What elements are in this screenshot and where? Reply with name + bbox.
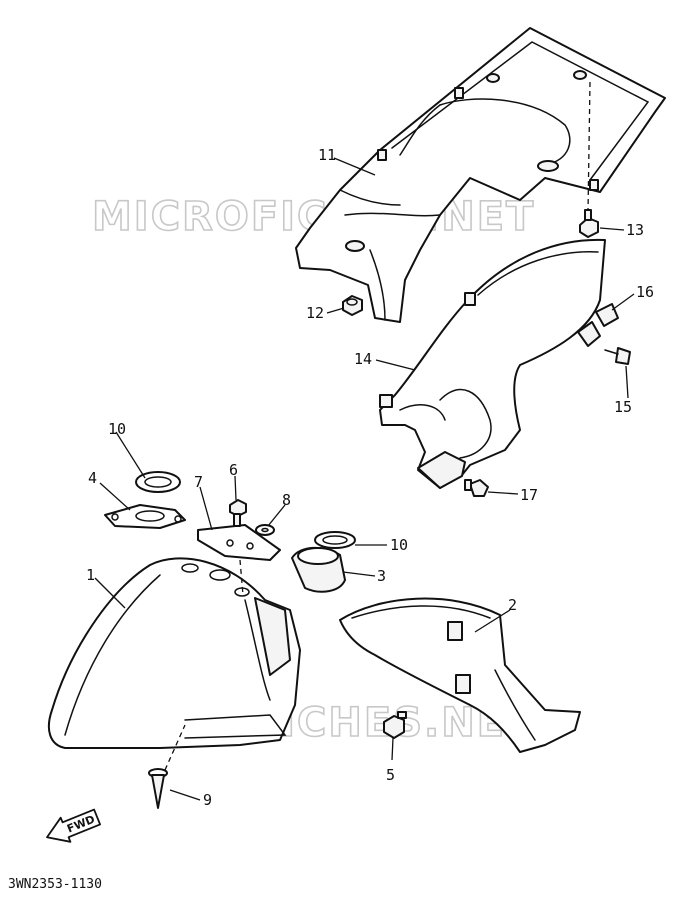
callout-14: 14 <box>354 350 372 368</box>
callout-7: 7 <box>194 473 203 491</box>
callout-12: 12 <box>306 304 324 322</box>
part-14-rear-fender <box>379 238 606 489</box>
dashed-guide-13 <box>587 81 591 213</box>
dashed-guide-7 <box>239 559 244 596</box>
part-10-ring-left <box>135 471 181 493</box>
callout-8: 8 <box>282 491 291 509</box>
diagram-code: 3WN2353-1130 <box>8 877 102 892</box>
callout-1: 1 <box>86 566 95 584</box>
part-15-screw <box>604 347 631 365</box>
callout-6: 6 <box>229 461 238 479</box>
callout-5: 5 <box>386 766 395 784</box>
part-12-nut <box>342 295 363 316</box>
part-4-gasket <box>104 504 186 529</box>
part-6-bolt <box>229 499 247 527</box>
part-13-bolt <box>579 209 599 238</box>
part-8-washer <box>255 524 275 536</box>
callout-17: 17 <box>520 486 538 504</box>
part-9-rivet <box>148 768 168 809</box>
part-5-bolt <box>383 711 407 739</box>
callout-13: 13 <box>626 221 644 239</box>
callout-10-right: 10 <box>390 536 408 554</box>
part-10-ring-right <box>314 531 356 549</box>
fwd-arrow-icon: FWD <box>46 808 101 843</box>
callout-2: 2 <box>508 596 517 614</box>
callout-16: 16 <box>636 283 654 301</box>
part-17-bolt <box>464 479 489 497</box>
part-11-rear-tray <box>295 27 666 323</box>
callout-15: 15 <box>614 398 632 416</box>
callout-9: 9 <box>203 791 212 809</box>
callout-11: 11 <box>318 146 336 164</box>
part-2-inner-fender <box>339 597 581 753</box>
callout-10-left: 10 <box>108 420 126 438</box>
part-7-bracket <box>197 524 281 561</box>
part-1-front-fender <box>47 557 301 749</box>
leader-lines <box>94 157 635 801</box>
callout-4: 4 <box>88 469 97 487</box>
part-3-guide <box>291 546 346 593</box>
callout-3: 3 <box>377 567 386 585</box>
